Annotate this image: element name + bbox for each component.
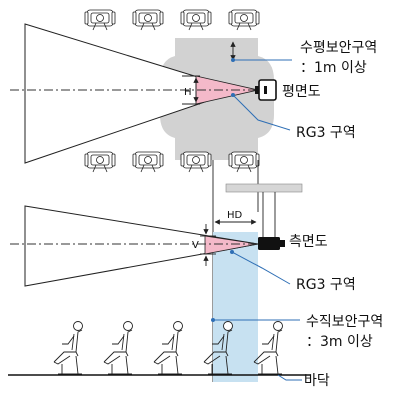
vertical-zone-title: 수직보안구역 xyxy=(306,314,383,330)
plan-projector-icon xyxy=(255,79,277,101)
side-rg3-zone xyxy=(204,235,259,255)
side-beam-triangle xyxy=(24,205,259,287)
rg3-label-bottom: RG3 구역 xyxy=(296,277,356,293)
plan-seats-top-row xyxy=(84,9,260,31)
plan-seats-bottom-row xyxy=(84,151,260,173)
side-view-label: 측면도 xyxy=(289,234,328,250)
rg3-label-top: RG3 구역 xyxy=(296,125,356,141)
horizontal-zone-title: 수평보안구역 xyxy=(300,40,377,56)
side-projector-icon xyxy=(258,237,285,250)
v-label: V xyxy=(192,240,199,251)
floor-label: 바닥 xyxy=(304,373,330,389)
plan-beam-triangle xyxy=(24,23,242,164)
h-dimension: H xyxy=(182,75,200,105)
plan-view-group: H 수평보안구역 ：1m 이상 평면도 RG3 구역 xyxy=(10,9,377,173)
plan-view-label: 평면도 xyxy=(282,84,321,100)
hd-dimension: HD xyxy=(214,210,257,225)
side-view-group: HD V xyxy=(8,183,383,389)
horizontal-zone-distance: ：1m 이상 xyxy=(300,60,367,76)
v-dimension: V xyxy=(192,224,216,266)
hd-label: HD xyxy=(227,210,243,221)
vertical-safety-zone xyxy=(213,232,258,382)
vertical-zone-distance: ：3m 이상 xyxy=(306,334,373,350)
h-label: H xyxy=(184,87,192,98)
